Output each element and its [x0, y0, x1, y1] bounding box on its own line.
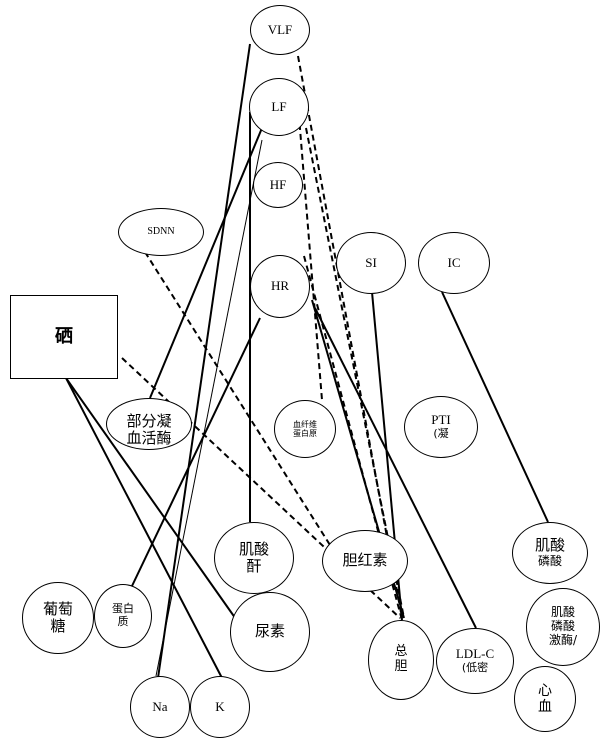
node-urea: 尿素 [230, 592, 310, 672]
node-si: SI [336, 232, 406, 294]
node-ckmb-line2: 磷酸 [550, 619, 575, 634]
node-urea-label: 尿素 [254, 622, 285, 641]
node-aptt-line2: 血活酶 [126, 429, 172, 448]
node-fibrinogen-line1: 血纤维 [293, 419, 317, 429]
node-glucose-line2: 糖 [50, 617, 66, 635]
edge-vlf-tc [297, 55, 403, 619]
node-aptt: 部分凝 血活酶 [106, 398, 192, 450]
node-creatinine-line1: 肌酸 [238, 539, 269, 558]
node-na: Na [130, 676, 190, 738]
node-sdnn-label: SDNN [147, 226, 175, 238]
edge-ic-ck [441, 291, 549, 523]
node-creatinine: 肌酸 酐 [214, 522, 294, 594]
node-aptt-line1: 部分凝 [126, 412, 172, 430]
node-heart-line1: 心 [538, 682, 552, 699]
node-fibrinogen: 血纤维 蛋白原 [274, 400, 336, 458]
node-hr-label: HR [270, 278, 290, 294]
edge-selenium-k [65, 377, 223, 679]
node-creatinine-line2: 酐 [246, 557, 262, 575]
node-heart-line2: 血 [538, 699, 552, 715]
node-glucose: 葡萄 糖 [22, 582, 94, 654]
node-ldl: LDL-C (低密 [436, 628, 514, 694]
node-lf: LF [249, 78, 309, 136]
node-vlf: VLF [250, 5, 310, 55]
node-ic: IC [418, 232, 490, 294]
node-hf: HF [253, 162, 303, 208]
node-ck: 肌酸 磷酸 [512, 522, 588, 584]
edge-hr-protein [131, 317, 261, 587]
node-ic-label: IC [447, 254, 461, 270]
edge-sdnn-bilirubin [144, 251, 331, 546]
edge-lf-aptt [149, 127, 263, 399]
node-k-label: K [215, 698, 225, 714]
node-k: K [190, 676, 250, 738]
node-fibrinogen-line2: 蛋白原 [293, 429, 317, 438]
node-ck-line1: 肌酸 [534, 536, 565, 555]
node-pti-line2: (凝 [433, 427, 449, 441]
node-hf-label: HF [269, 176, 287, 192]
node-sdnn: SDNN [118, 208, 204, 256]
edge-vlf-na [157, 43, 251, 679]
edge-hr-ldl [314, 307, 477, 629]
node-si-label: SI [365, 254, 377, 270]
node-tc: 总 胆 [368, 620, 434, 700]
node-lf-label: LF [271, 98, 287, 114]
node-ckmb-line3: 激酶/ [548, 632, 578, 647]
node-pti-line1: PTI [431, 412, 451, 428]
node-hr: HR [250, 255, 310, 318]
edge-selenium-urea [65, 377, 239, 623]
node-tc-line1: 总 [394, 644, 408, 660]
node-ckmb-line1: 肌酸 [550, 605, 575, 620]
node-ck-line2: 磷酸 [537, 553, 562, 568]
node-bilirubin-label: 胆红素 [342, 551, 388, 570]
node-glucose-line1: 葡萄 [42, 599, 73, 618]
node-protein-line2: 质 [117, 615, 129, 628]
node-bilirubin: 胆红素 [322, 530, 408, 592]
edge-lf-tc [305, 127, 405, 619]
node-pti: PTI (凝 [404, 396, 478, 458]
node-tc-line2: 胆 [394, 659, 408, 674]
node-protein: 蛋白 质 [94, 584, 152, 648]
node-ldl-line2: (低密 [461, 661, 489, 675]
node-ckmb: 肌酸 磷酸 激酶/ [526, 588, 600, 666]
node-selenium: 硒 [10, 295, 118, 379]
node-na-label: Na [152, 698, 168, 714]
node-heart: 心 血 [514, 666, 576, 732]
node-vlf-label: VLF [267, 21, 293, 37]
node-ldl-line1: LDL-C [455, 646, 495, 662]
node-protein-line1: 蛋白 [112, 602, 134, 616]
node-selenium-label: 硒 [55, 325, 73, 347]
